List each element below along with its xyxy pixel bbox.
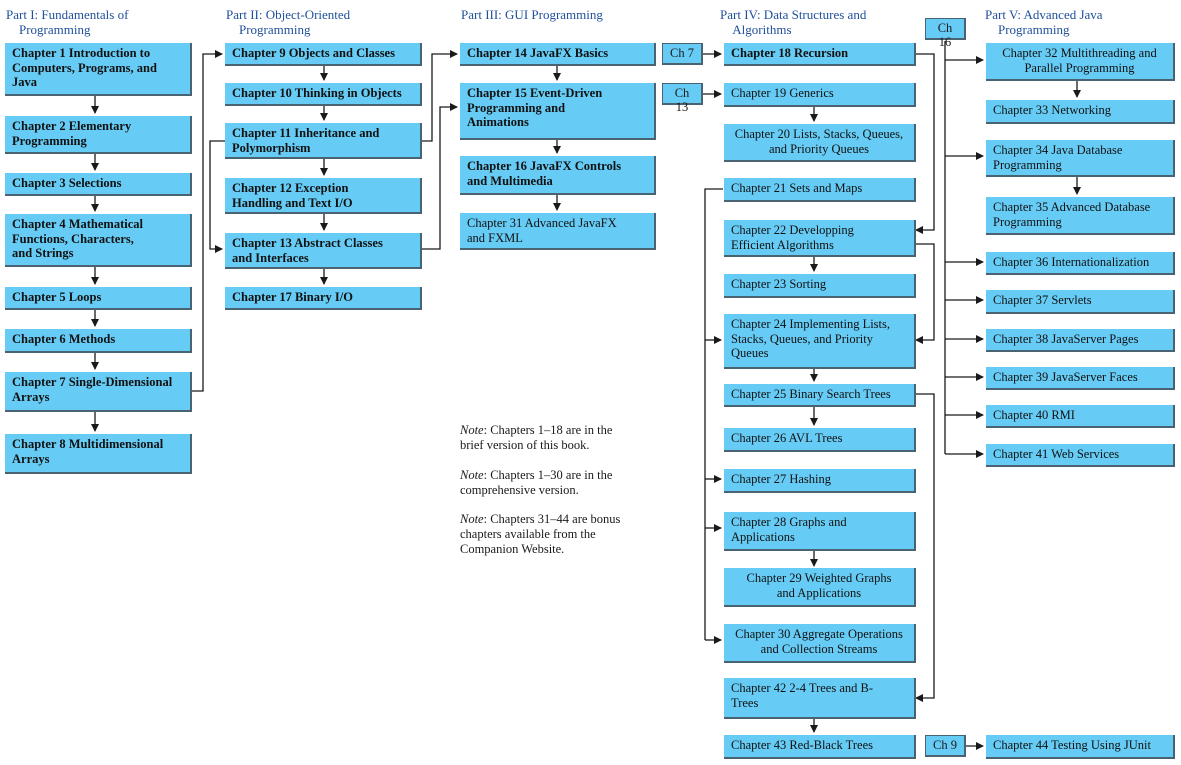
chapter-13-box[interactable]: Chapter 13 Abstract Classes and Interfac…: [225, 233, 422, 269]
chapter-38-box[interactable]: Chapter 38 JavaServer Pages: [986, 329, 1175, 352]
chapter-33-box[interactable]: Chapter 33 Networking: [986, 100, 1175, 124]
chapter-18-box[interactable]: Chapter 18 Recursion: [724, 43, 916, 66]
chapter-35-box[interactable]: Chapter 35 Advanced Database Programming: [986, 197, 1175, 235]
chapter-44-box[interactable]: Chapter 44 Testing Using JUnit: [986, 735, 1175, 759]
chapter-3-box[interactable]: Chapter 3 Selections: [5, 173, 192, 196]
chapter-30-box[interactable]: Chapter 30 Aggregate Operations and Coll…: [724, 624, 916, 663]
chapter-8-box[interactable]: Chapter 8 Multidimensional Arrays: [5, 434, 192, 474]
arrow-c11-c13: [209, 140, 225, 253]
chapter-36-box[interactable]: Chapter 36 Internationalization: [986, 252, 1175, 275]
chapter-34-box[interactable]: Chapter 34 Java Database Programming: [986, 140, 1175, 177]
chapter-29-box[interactable]: Chapter 29 Weighted Graphs and Applicati…: [724, 568, 916, 607]
chapter-19-box[interactable]: Chapter 19 Generics: [724, 83, 916, 107]
note-body: : Chapters 1–30 are in the comprehensive…: [460, 468, 613, 497]
note-body: : Chapters 31–44 are bonus chapters avai…: [460, 512, 621, 556]
note-bonus-chapters: Note: Chapters 31–44 are bonus chapters …: [460, 512, 620, 557]
tag-ch13: Ch 13: [662, 83, 703, 114]
chapter-24-box[interactable]: Chapter 24 Implementing Lists, Stacks, Q…: [724, 314, 916, 369]
chapter-22-box[interactable]: Chapter 22 Developping Efficient Algorit…: [724, 220, 916, 257]
chapter-27-box[interactable]: Chapter 27 Hashing: [724, 469, 916, 493]
chapter-23-box[interactable]: Chapter 23 Sorting: [724, 274, 916, 298]
chapter-2-box[interactable]: Chapter 2 Elementary Programming: [5, 116, 192, 154]
part-header-2: Part II: Object-Oriented Programming: [226, 7, 351, 37]
note-body: : Chapters 1–18 are in the brief version…: [460, 423, 613, 452]
chapter-42-box[interactable]: Chapter 42 2-4 Trees and B- Trees: [724, 678, 916, 719]
arrow-c11-c14: [421, 50, 458, 142]
chapter-12-box[interactable]: Chapter 12 Exception Handling and Text I…: [225, 178, 422, 214]
chapter-21-box[interactable]: Chapter 21 Sets and Maps: [724, 178, 916, 202]
chapter-20-box[interactable]: Chapter 20 Lists, Stacks, Queues, and Pr…: [724, 124, 916, 162]
chapter-37-box[interactable]: Chapter 37 Servlets: [986, 290, 1175, 314]
chapter-16-box[interactable]: Chapter 16 JavaFX Controls and Multimedi…: [460, 156, 656, 195]
part-header-1: Part I: Fundamentals of Programming: [6, 7, 129, 37]
chapter-40-box[interactable]: Chapter 40 RMI: [986, 405, 1175, 428]
arrow-c22-c24: [915, 243, 935, 344]
chapter-32-box[interactable]: Chapter 32 Multithreading and Parallel P…: [986, 43, 1175, 81]
chapter-1-box[interactable]: Chapter 1 Introduction to Computers, Pro…: [5, 43, 192, 96]
chapter-5-box[interactable]: Chapter 5 Loops: [5, 287, 192, 310]
chapter-26-box[interactable]: Chapter 26 AVL Trees: [724, 428, 916, 452]
bus-c21: [704, 188, 723, 640]
chapter-9-box[interactable]: Chapter 9 Objects and Classes: [225, 43, 422, 66]
note-lead: Note: [460, 423, 484, 437]
chapter-28-box[interactable]: Chapter 28 Graphs and Applications: [724, 512, 916, 551]
part-header-4: Part IV: Data Structures and Algorithms: [720, 7, 867, 37]
tag-ch9: Ch 9: [925, 735, 966, 757]
arrow-c13-c15: [421, 103, 458, 250]
chapter-25-box[interactable]: Chapter 25 Binary Search Trees: [724, 384, 916, 407]
tag-ch7: Ch 7: [662, 43, 703, 65]
chapter-39-box[interactable]: Chapter 39 JavaServer Faces: [986, 367, 1175, 390]
note-lead: Note: [460, 512, 484, 526]
chapter-43-box[interactable]: Chapter 43 Red-Black Trees: [724, 735, 916, 759]
chapter-10-box[interactable]: Chapter 10 Thinking in Objects: [225, 83, 422, 106]
note-brief-version: Note: Chapters 1–18 are in the brief ver…: [460, 423, 612, 453]
chapter-11-box[interactable]: Chapter 11 Inheritance and Polymorphism: [225, 123, 422, 159]
part-header-3: Part III: GUI Programming: [461, 7, 603, 22]
arrow-c7-c9: [191, 50, 223, 392]
chapter-7-box[interactable]: Chapter 7 Single-Dimensional Arrays: [5, 372, 192, 412]
chapter-14-box[interactable]: Chapter 14 JavaFX Basics: [460, 43, 656, 66]
arrow-c18-c22: [915, 53, 935, 234]
chapter-17-box[interactable]: Chapter 17 Binary I/O: [225, 287, 422, 310]
chapter-15-box[interactable]: Chapter 15 Event-Driven Programming and …: [460, 83, 656, 140]
chapter-6-box[interactable]: Chapter 6 Methods: [5, 329, 192, 353]
chapter-4-box[interactable]: Chapter 4 Mathematical Functions, Charac…: [5, 214, 192, 267]
tag-ch16: Ch 16: [925, 18, 966, 49]
part-header-5: Part V: Advanced Java Programming: [985, 7, 1103, 37]
chapter-31-box[interactable]: Chapter 31 Advanced JavaFX and FXML: [460, 213, 656, 250]
chapter-41-box[interactable]: Chapter 41 Web Services: [986, 444, 1175, 467]
note-comprehensive-version: Note: Chapters 1–30 are in the comprehen…: [460, 468, 612, 498]
note-lead: Note: [460, 468, 484, 482]
arrow-c25-c42: [915, 393, 935, 702]
